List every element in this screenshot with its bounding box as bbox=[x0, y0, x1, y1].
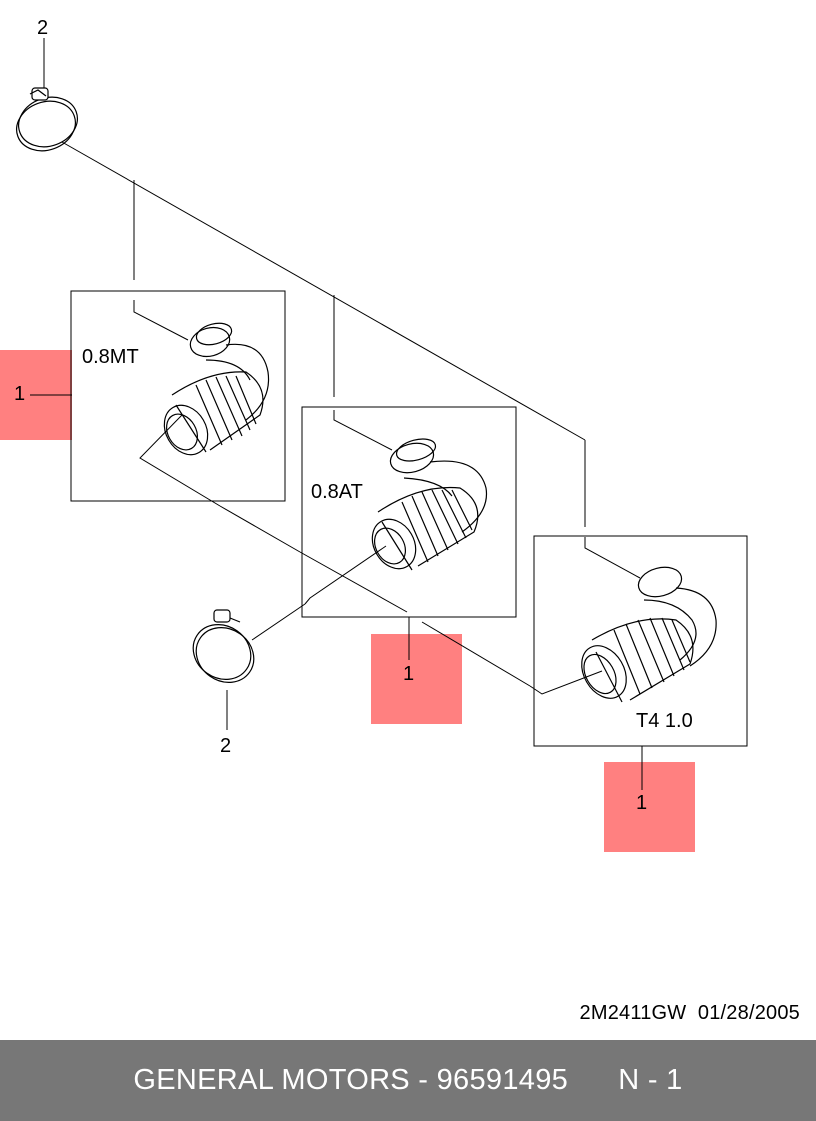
footer-part-number: 96591495 bbox=[436, 1064, 569, 1096]
intake-hose-icon bbox=[163, 322, 270, 456]
variant-label-at: 0.8AT bbox=[311, 481, 363, 503]
leader-lines bbox=[30, 38, 643, 790]
footer-page: N - 1 bbox=[618, 1064, 683, 1096]
doc-date: 01/28/2005 bbox=[697, 1002, 800, 1024]
hose-clamp-icon bbox=[192, 609, 255, 683]
parts-diagram: 2 2 1 1 1 0.8MT 0.8AT T4 1.0 bbox=[0, 17, 748, 852]
variant-box-mt bbox=[70, 290, 286, 502]
callout-clamp-bottom: 2 bbox=[220, 735, 231, 757]
highlight-box-t4 bbox=[604, 762, 695, 852]
callout-hose-mt: 1 bbox=[14, 383, 25, 405]
intake-hose-icon bbox=[581, 566, 717, 703]
callout-clamp-top: 2 bbox=[37, 17, 48, 39]
footer-separator: - bbox=[409, 1064, 437, 1096]
highlight-box-at bbox=[371, 634, 462, 724]
footer-manufacturer: GENERAL MOTORS bbox=[133, 1064, 410, 1096]
footer-gap bbox=[568, 1064, 618, 1097]
variant-label-mt: 0.8MT bbox=[82, 346, 139, 368]
intake-hose-icon bbox=[371, 438, 488, 571]
variant-box-at bbox=[301, 406, 517, 618]
footer-bar: GENERAL MOTORS - 96591495 N - 1 bbox=[0, 1040, 816, 1121]
callout-hose-at: 1 bbox=[403, 663, 414, 685]
doc-code: 2M2411GW bbox=[579, 1002, 687, 1024]
callout-hose-t4: 1 bbox=[636, 792, 647, 814]
variant-label-t4: T4 1.0 bbox=[636, 710, 693, 732]
hose-clamp-icon bbox=[16, 87, 78, 152]
variant-box-t4 bbox=[533, 535, 748, 747]
document-reference: 2M2411GW 01/28/2005 bbox=[580, 1002, 800, 1025]
